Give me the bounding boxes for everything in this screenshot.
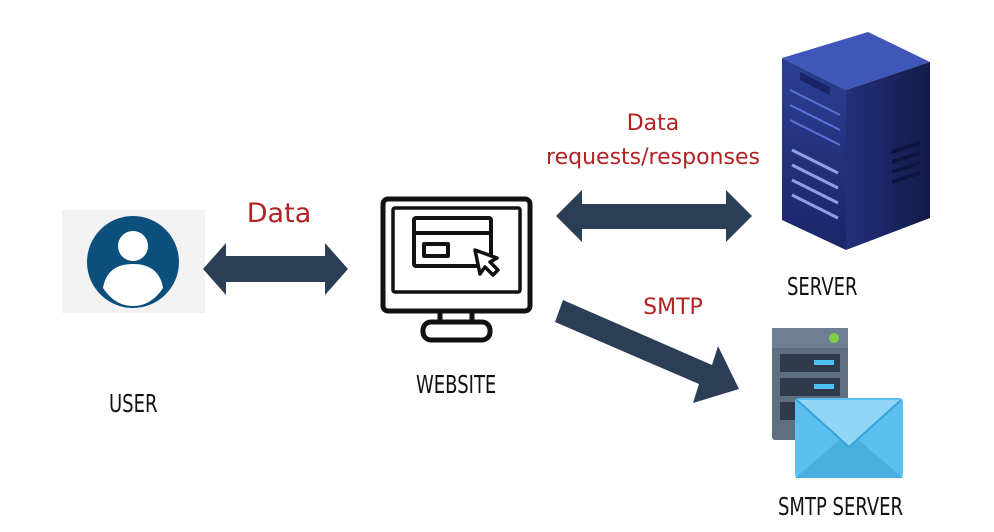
monitor-with-cursor-icon <box>380 196 533 343</box>
user-website-edge-label: Data <box>246 198 312 229</box>
website-server-edge-label-line2: requests/responses <box>546 145 760 170</box>
user-label: USER <box>109 389 158 418</box>
user-avatar-icon <box>62 210 205 313</box>
mail-server-icon <box>772 328 903 478</box>
smtp-server-label: SMTP SERVER <box>778 492 904 521</box>
server-label: SERVER <box>787 272 858 301</box>
website-server-arrow <box>556 190 752 242</box>
website-smtp-edge-label: SMTP <box>643 295 703 320</box>
website-smtp-arrow <box>555 300 739 403</box>
website-label: WEBSITE <box>416 370 497 399</box>
website-server-edge-label-line1: Data <box>626 111 680 136</box>
server-tower-icon <box>782 32 930 250</box>
user-website-arrow <box>203 243 348 295</box>
